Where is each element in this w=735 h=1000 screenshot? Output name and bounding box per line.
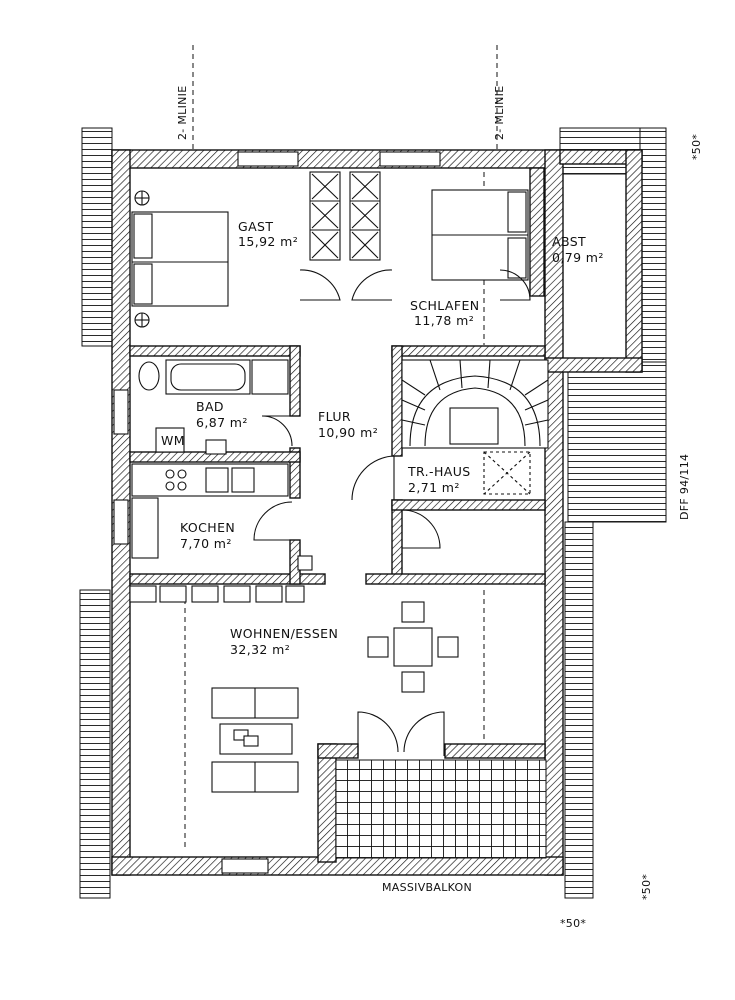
label-bad: BAD [196, 399, 224, 414]
balcony [317, 711, 547, 863]
label-gast: GAST [238, 219, 273, 234]
area-wohnen: 32,32 m² [230, 642, 290, 657]
area-abst: 0,79 m² [552, 250, 604, 265]
label-wohnen: WOHNEN/ESSEN [230, 626, 338, 641]
interior-walls [129, 167, 546, 585]
exterior-walls [111, 149, 643, 876]
living-furniture [129, 585, 459, 793]
wardrobe [309, 171, 381, 261]
bathroom-fixtures [138, 359, 289, 455]
bed-schlafen [431, 189, 531, 301]
label-dff: DFF 94/114 [678, 454, 691, 520]
dim-bottom-right: *50* [640, 874, 653, 900]
label-mlinie-left: 2- MLINIE [176, 86, 189, 140]
dim-top-right: *50* [690, 134, 703, 160]
label-mlinie-right: 2- MLINIE [493, 86, 506, 140]
door-treppenhaus [351, 455, 395, 501]
label-kochen: KOCHEN [180, 520, 235, 535]
area-kochen: 7,70 m² [180, 536, 232, 551]
area-treppenhaus: 2,71 m² [408, 480, 460, 495]
staircase [401, 359, 549, 495]
kitchen-fixtures [131, 463, 313, 571]
windows [113, 151, 441, 874]
label-treppenhaus: TR.-HAUS [407, 464, 471, 479]
door-kochen [253, 501, 293, 541]
door-gast-flur [299, 269, 393, 301]
label-abst: ABST [552, 234, 586, 249]
label-balkon: MASSIVBALKON [382, 881, 472, 894]
area-bad: 6,87 m² [196, 415, 248, 430]
area-gast: 15,92 m² [238, 234, 298, 249]
bed-gast [131, 190, 229, 328]
door-flur-lower [401, 509, 441, 549]
label-schlafen: SCHLAFEN [410, 298, 480, 313]
room-labels: GAST 15,92 m² SCHLAFEN 11,78 m² ABST 0,7… [161, 86, 703, 930]
area-schlafen: 11,78 m² [414, 313, 474, 328]
label-wm: WM [161, 433, 185, 448]
door-bad [261, 415, 293, 447]
area-flur: 10,90 m² [318, 425, 378, 440]
label-flur: FLUR [318, 409, 351, 424]
dim-bottom: *50* [560, 917, 586, 930]
